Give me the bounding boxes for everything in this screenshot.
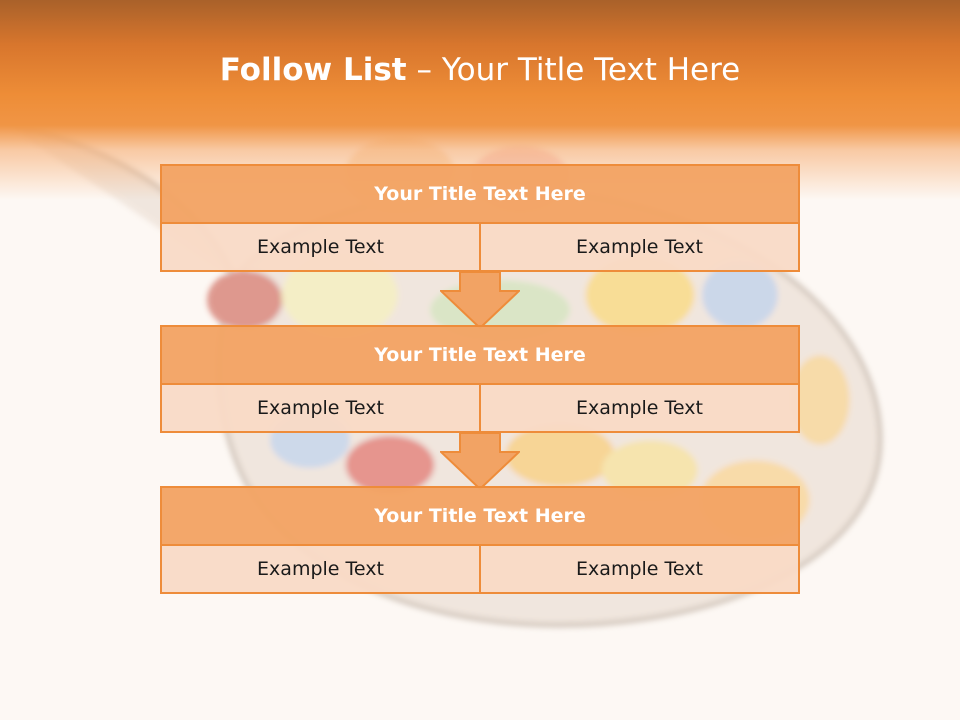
block-row: Example Text Example Text: [162, 224, 798, 270]
block-title: Your Title Text Here: [162, 166, 798, 224]
flow-block-1: Your Title Text Here Example Text Exampl…: [160, 164, 800, 272]
title-bold: Follow List: [219, 52, 407, 88]
block-row: Example Text Example Text: [162, 546, 798, 592]
down-arrow-icon: [440, 432, 520, 490]
block-cell-right: Example Text: [479, 224, 798, 270]
block-cell-left: Example Text: [162, 224, 479, 270]
down-arrow-icon: [440, 271, 520, 329]
block-row: Example Text Example Text: [162, 385, 798, 431]
block-cell-right: Example Text: [479, 385, 798, 431]
flow-block-2: Your Title Text Here Example Text Exampl…: [160, 325, 800, 433]
block-title: Your Title Text Here: [162, 327, 798, 385]
block-cell-right: Example Text: [479, 546, 798, 592]
page-title: Follow List – Your Title Text Here: [0, 52, 960, 88]
block-title: Your Title Text Here: [162, 488, 798, 546]
flow-block-3: Your Title Text Here Example Text Exampl…: [160, 486, 800, 594]
block-cell-left: Example Text: [162, 385, 479, 431]
title-rest: – Your Title Text Here: [406, 52, 741, 88]
block-cell-left: Example Text: [162, 546, 479, 592]
